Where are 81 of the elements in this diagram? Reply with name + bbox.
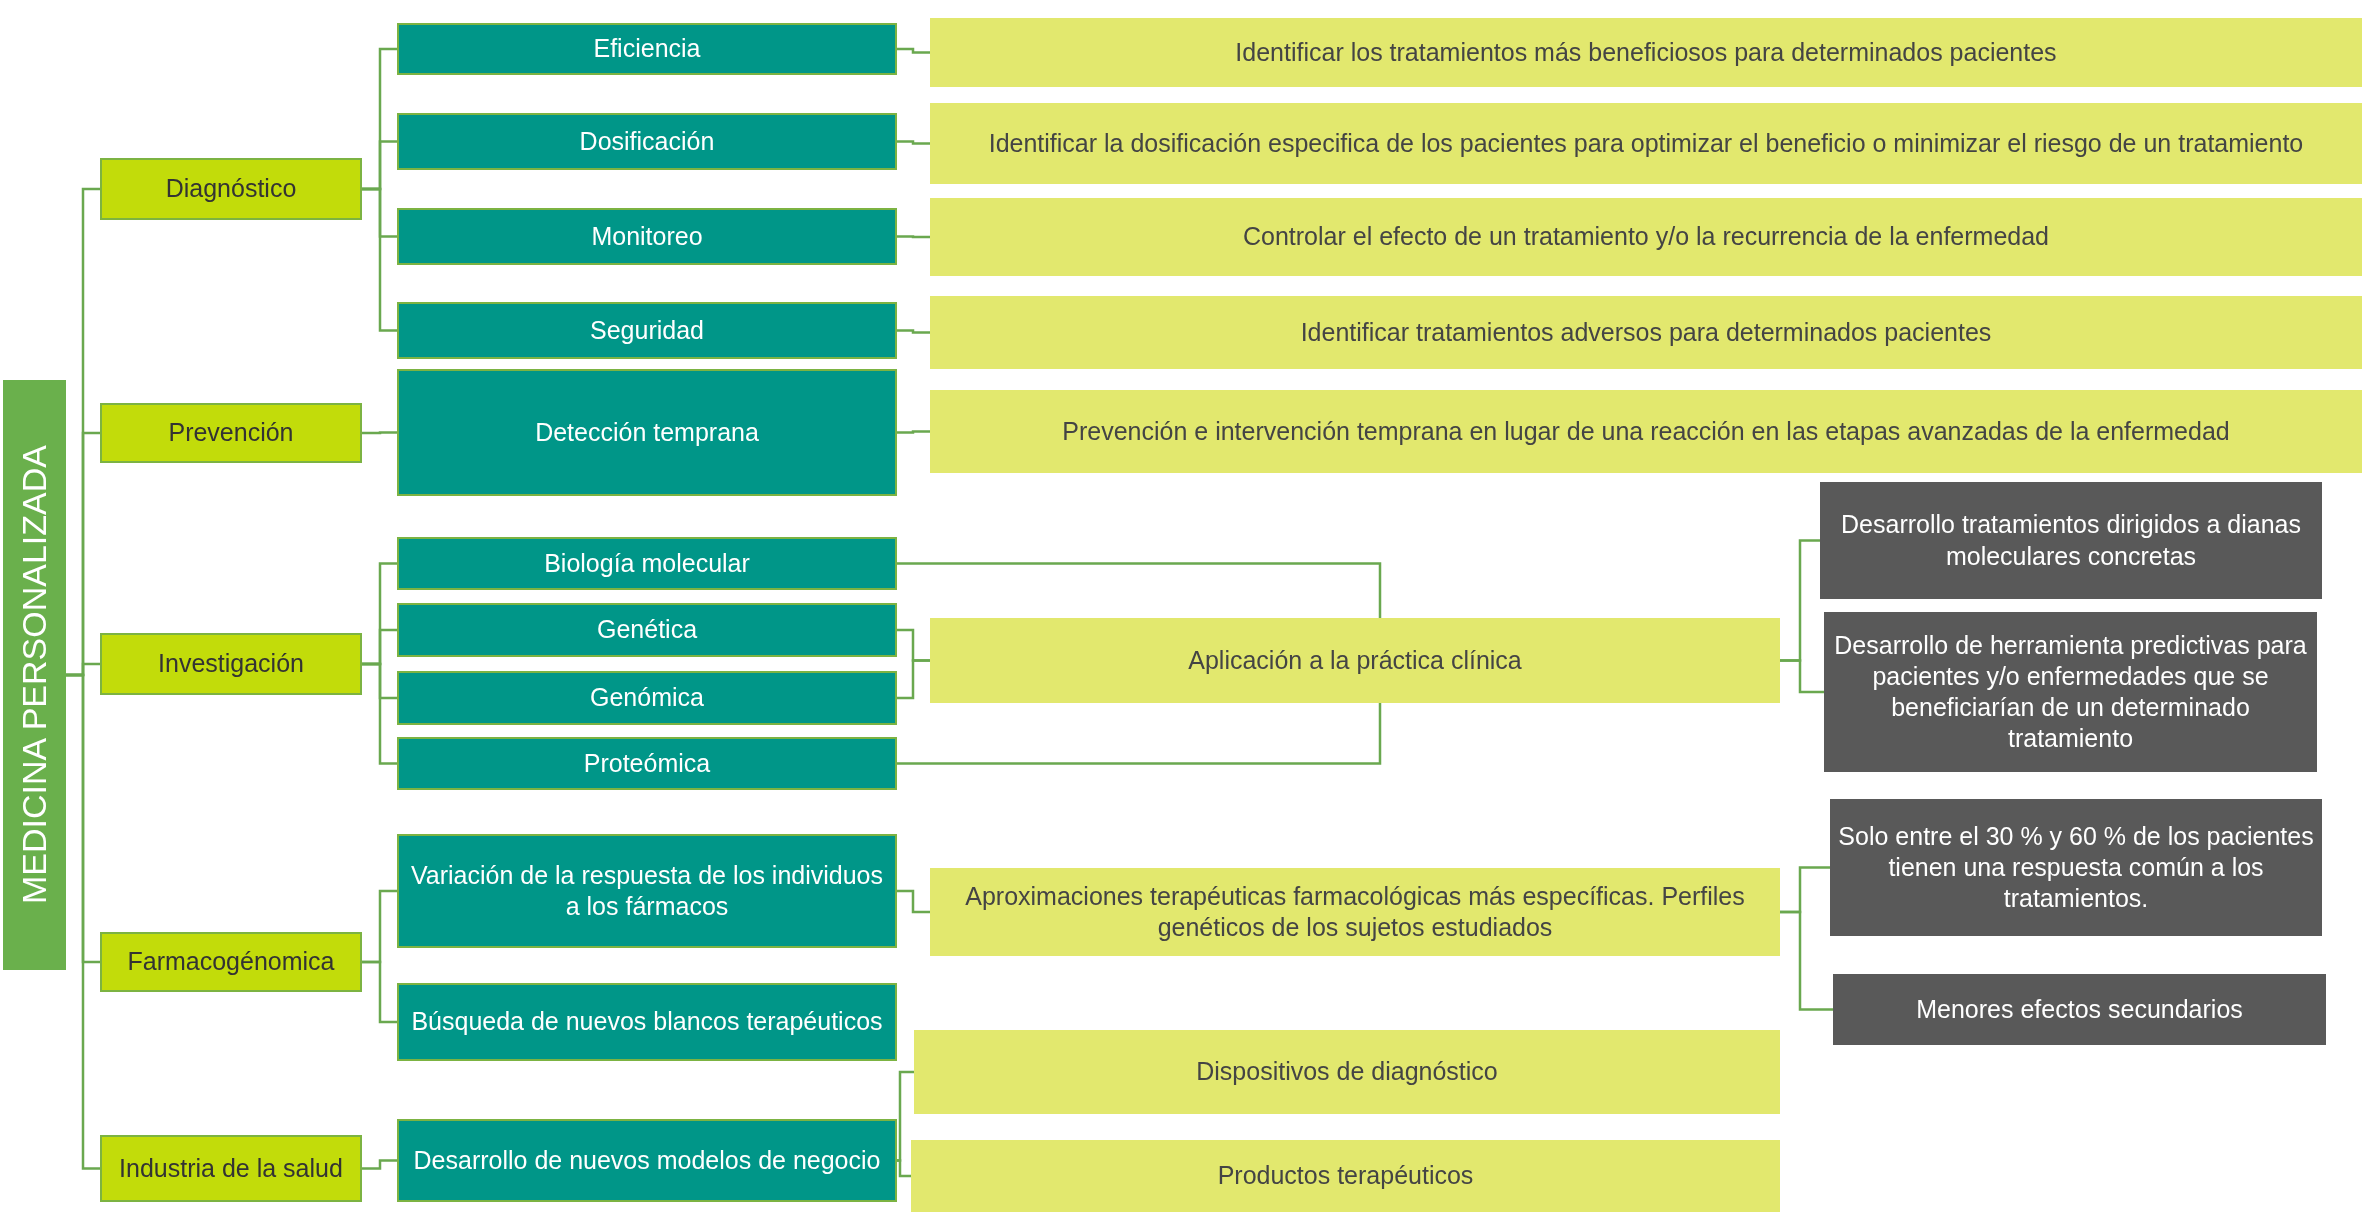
box-label: Desarrollo de nuevos modelos de negocio [413,1144,881,1176]
topic-box [397,208,897,265]
box-label: Proteómica [583,747,711,779]
box-label: Detección temprana [535,416,759,448]
box-label: Aplicación a la práctica clínica [1188,644,1522,676]
topic-box [397,113,897,170]
connector-line [362,960,397,1024]
box-label: Dosificación [579,125,715,157]
connector-line [362,431,397,435]
detail-box [1820,482,2322,599]
description-box [930,198,2362,276]
connector-line [897,703,1382,765]
topic-box [397,834,897,948]
box-label: Dispositivos de diagnóstico [1196,1056,1498,1088]
box-label: Prevención e intervención temprana en lugar de una reacción en las etapas avanzadas de la enfermedad [1062,415,2230,447]
connector-line [897,659,930,700]
connector-line [897,430,930,434]
box-label: Desarrollo tratamientos dirigidos a dianas moleculares concretas [1840,509,2302,572]
box-label: Biología molecular [544,547,750,579]
box-label: Genética [596,614,698,646]
box-label: Prevención [168,417,294,449]
connector-line [897,329,930,334]
description-box [930,103,2362,184]
description-box [930,868,1780,956]
connector-line [897,562,1382,618]
box-label: Monitoreo [591,220,703,252]
category-box [100,403,362,463]
connector-line [897,889,930,914]
box-label: Investigación [158,648,304,680]
connector-line [897,235,930,239]
connector-line [362,1159,397,1170]
box-label: Menores efectos secundarios [1916,993,2243,1025]
box-label: Identificar la dosificación especifica de los pacientes para optimizar el beneficio o minimizar el riesgo de un tratamiento [988,127,2304,159]
topic-box [397,603,897,657]
connector-line [66,673,100,1170]
connector-line [1780,659,1824,694]
category-box [100,158,362,220]
box-label: MEDICINA PERSONALIZADA [14,445,55,905]
topic-box [397,23,897,75]
box-label: Genómica [590,682,704,714]
connector-line [897,47,930,54]
description-box [930,18,2362,87]
topic-box [397,369,897,496]
description-box [911,1140,1780,1212]
box-label: Aproximaciones terapéuticas farmacológicas más específicas. Perfiles genéticos de los sujetos estudiados [964,880,1746,943]
box-label: Eficiencia [593,33,701,65]
connector-line [897,1159,911,1178]
box-label: Productos terapéuticos [1217,1160,1474,1192]
detail-box [1833,974,2326,1045]
connector-line [897,140,930,145]
topic-box [397,737,897,790]
box-label: Búsqueda de nuevos blancos terapéuticos [411,1006,883,1038]
box-label: Industria de la salud [119,1152,343,1184]
connector-line [362,187,397,332]
box-label: Seguridad [590,314,704,346]
description-box [914,1030,1780,1114]
box-label: Farmacogénomica [127,946,335,978]
category-box [100,633,362,695]
box-label: Controlar el efecto de un tratamiento y/o la recurrencia de la enfermedad [1243,221,2049,253]
description-box [930,296,2362,369]
topic-box [397,983,897,1061]
detail-box [1830,799,2322,936]
box-label: Identificar tratamientos adversos para determinados pacientes [1300,316,1992,348]
topic-box [397,302,897,359]
detail-box [1824,612,2317,772]
box-label: Solo entre el 30 % y 60 % de los pacientes tienen una respuesta común a los tratamientos. [1838,820,2314,915]
box-label: Diagnóstico [165,173,297,205]
description-box [930,618,1780,703]
box-label: Variación de la respuesta de los individuos a los fármacos [409,859,884,922]
connector-line [897,1070,914,1162]
topic-box [397,537,897,590]
connector-line [1780,910,1833,1011]
description-box [930,390,2362,473]
connector-line [362,662,397,765]
category-box [100,1135,362,1202]
topic-box [397,1119,897,1202]
category-box [100,932,362,992]
topic-box [397,671,897,725]
box-label: Identificar los tratamientos más beneficiosos para determinados pacientes [1235,36,2057,68]
box-label: Desarrollo de herramienta predictivas para pacientes y/o enfermedades que se beneficiarían de un determinado tratamiento [1833,629,2308,755]
title-box [3,380,66,970]
